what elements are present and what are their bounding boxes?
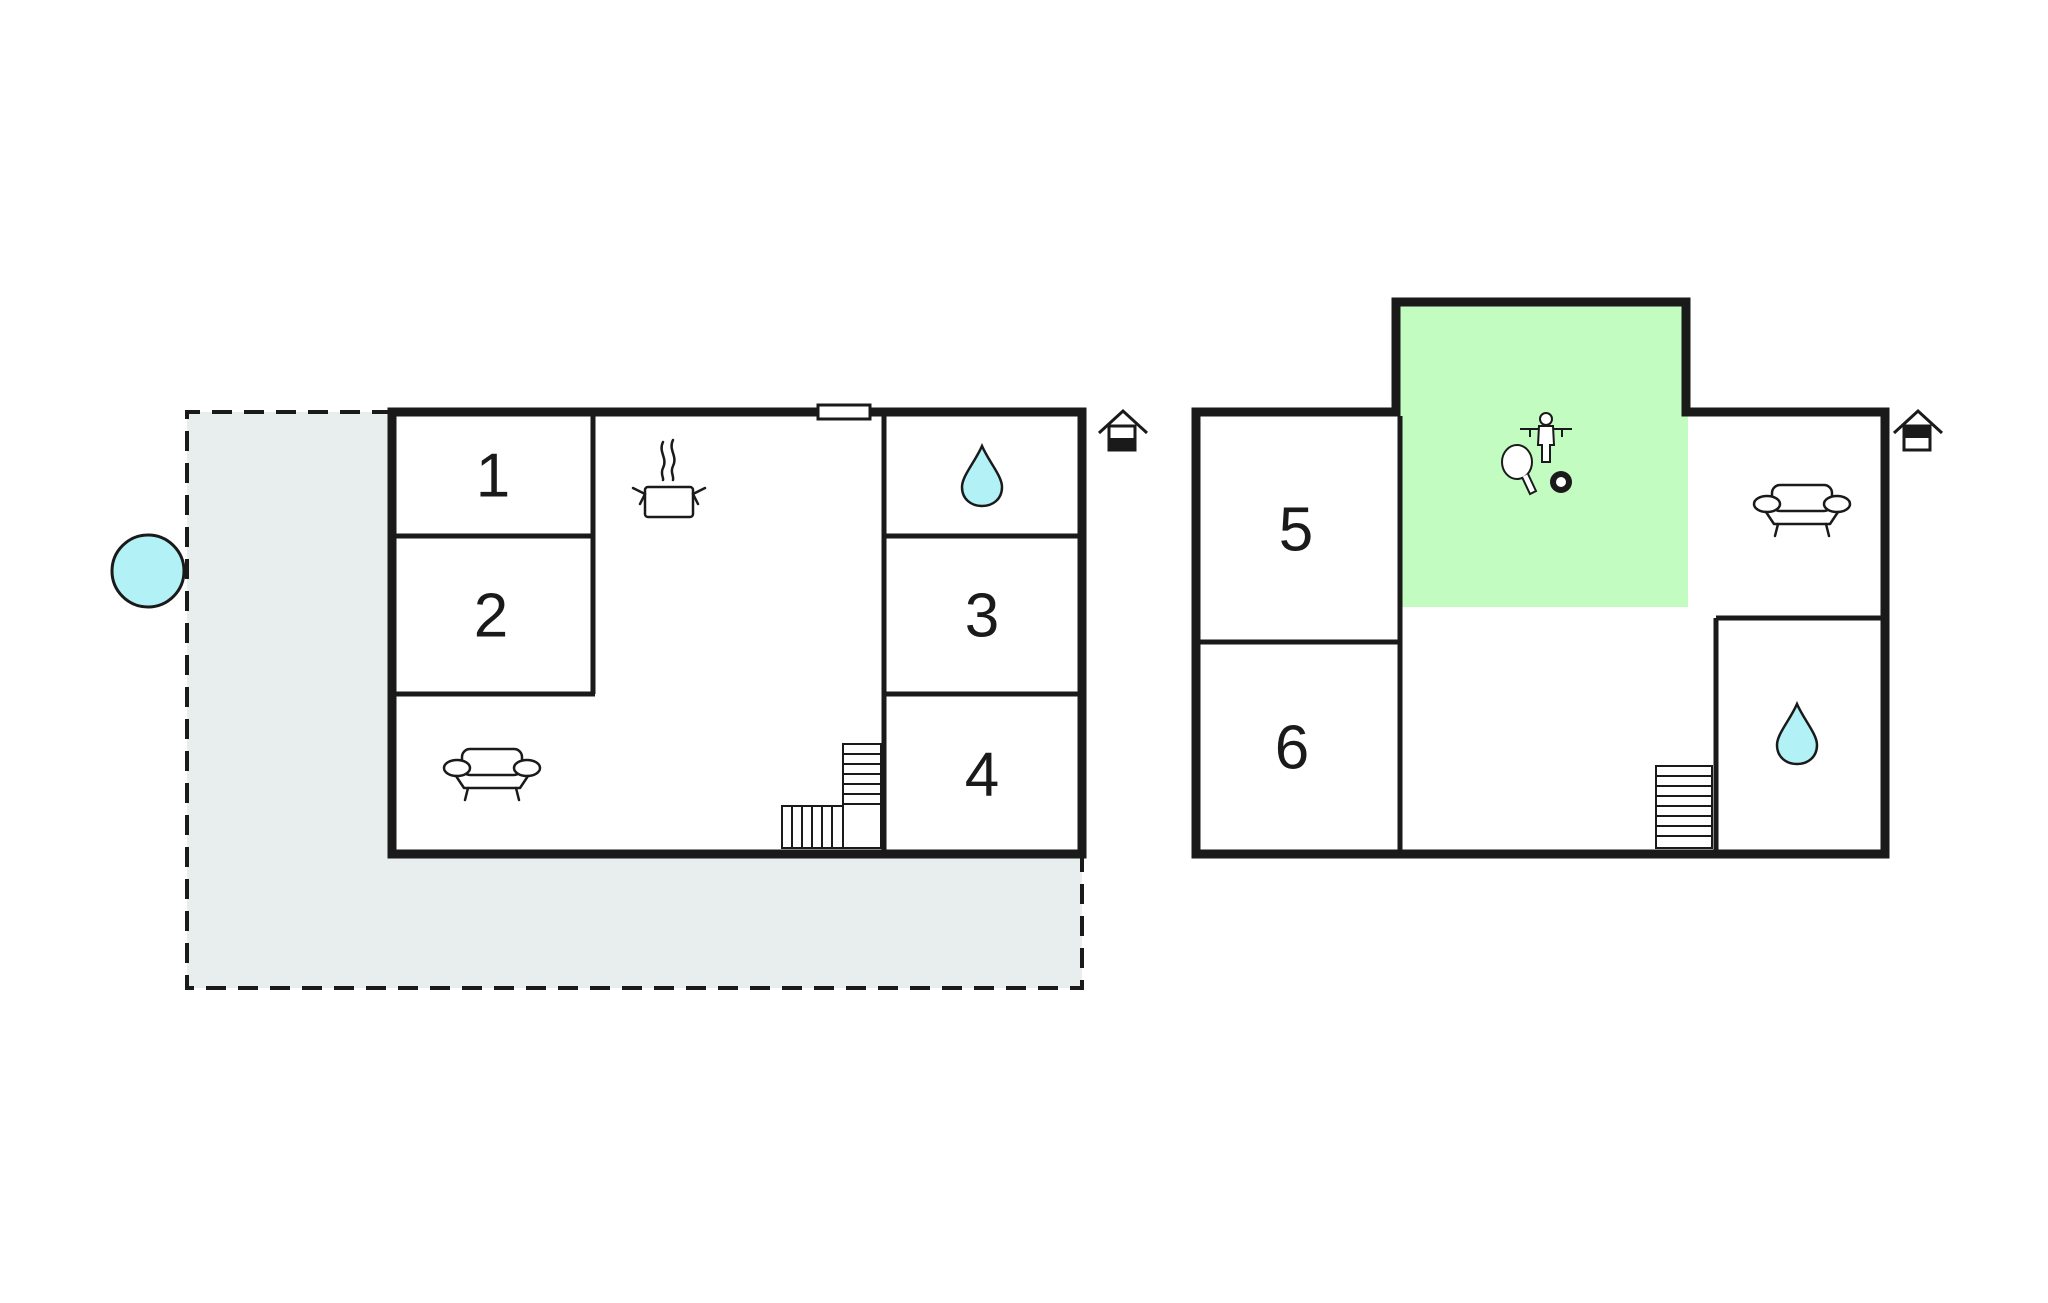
room-number-6: 6 bbox=[1275, 714, 1309, 783]
kitchen-pot-icon bbox=[631, 438, 707, 519]
sofa-icon bbox=[442, 747, 542, 802]
ground-floor-interior-walls bbox=[396, 416, 1078, 850]
room-number-1: 1 bbox=[476, 442, 510, 511]
water-drop-icon bbox=[960, 442, 1004, 508]
floor-upper-icon bbox=[1892, 408, 1944, 452]
ground-floor-outer-wall bbox=[387, 407, 1087, 859]
pool bbox=[110, 533, 186, 609]
ground-floor: 1 2 3 4 bbox=[110, 403, 1149, 990]
sofa-icon-upper bbox=[1752, 483, 1852, 538]
upper-floor-outer-wall bbox=[1191, 297, 1890, 859]
room-number-4: 4 bbox=[965, 741, 999, 810]
stairs-icon-upper bbox=[1655, 765, 1713, 849]
window bbox=[816, 403, 872, 421]
room-number-2: 2 bbox=[474, 582, 508, 651]
terrace-outline bbox=[185, 410, 1084, 990]
floor-ground-icon bbox=[1097, 408, 1149, 452]
upper-floor: 5 6 bbox=[1191, 297, 1944, 859]
upper-floor-interior-walls bbox=[1200, 416, 1881, 850]
games-room-icon bbox=[1501, 412, 1572, 496]
water-drop-icon-upper bbox=[1775, 700, 1819, 766]
stairs-icon bbox=[781, 743, 882, 849]
room-number-3: 3 bbox=[965, 582, 999, 651]
room-number-5: 5 bbox=[1279, 496, 1313, 565]
terrace-area bbox=[187, 412, 1082, 988]
